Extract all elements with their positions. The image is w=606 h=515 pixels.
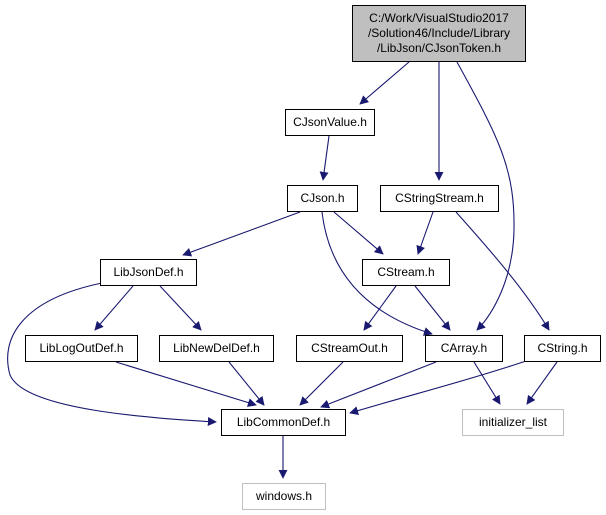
node-label: initializer_list (479, 415, 548, 429)
node-label: CJsonValue.h (293, 115, 367, 129)
node-cstream[interactable]: CStream.h (362, 259, 450, 286)
edge-cjson-to-carray (321, 211, 433, 336)
node-label: windows.h (255, 489, 312, 503)
edge-cjsonvalue-to-cjson (319, 135, 330, 181)
node-label: CString.h (537, 341, 587, 355)
edge-cstream-to-cstreamout (363, 285, 397, 331)
edge-cjson-to-libjsondef (182, 211, 301, 257)
node-box (100, 259, 197, 286)
edge-root-to-carray (456, 61, 515, 331)
node-libnewdeldef[interactable]: LibNewDelDef.h (159, 335, 274, 362)
node-carray[interactable]: CArray.h (425, 335, 503, 362)
node-box (221, 409, 346, 436)
node-cstreamout[interactable]: CStreamOut.h (296, 335, 403, 362)
node-box (524, 335, 601, 362)
edge-libjsondef-to-liblogoutdef (94, 285, 134, 331)
node-box (287, 185, 358, 212)
edge-cstringstream-to-cstring (455, 211, 550, 331)
edge-libjsondef-to-libnewdeldef (159, 285, 202, 331)
node-cstring[interactable]: CString.h (524, 335, 601, 362)
node-label: C:/Work/VisualStudio2017 (369, 11, 509, 25)
edge-cstringstream-to-cstream (416, 211, 434, 255)
node-label: CArray.h (441, 341, 487, 355)
node-box (362, 259, 450, 286)
node-libcommondef[interactable]: LibCommonDef.h (221, 409, 346, 436)
node-liblogoutdef[interactable]: LibLogOutDef.h (25, 335, 138, 362)
edge-cstring-to-initializer_list (526, 361, 558, 405)
node-label: /LibJson/CJsonToken.h (377, 41, 501, 55)
node-root[interactable]: C:/Work/VisualStudio2017/Solution46/Incl… (352, 5, 526, 62)
node-box (425, 335, 503, 362)
node-cjson[interactable]: CJson.h (287, 185, 358, 212)
edge-cstream-to-carray (414, 285, 451, 331)
edge-cjson-to-cstream (333, 211, 384, 255)
node-label: /Solution46/Include/Library (368, 26, 510, 40)
node-box (352, 5, 526, 62)
edge-liblogoutdef-to-libcommondef (115, 361, 257, 407)
edge-carray-to-libcommondef (320, 361, 437, 409)
node-box (242, 483, 326, 510)
node-box (25, 335, 138, 362)
edge-libnewdeldef-to-libcommondef (228, 361, 265, 406)
node-windows: windows.h (242, 483, 326, 510)
node-libjsondef[interactable]: LibJsonDef.h (100, 259, 197, 286)
node-label: LibNewDelDef.h (173, 341, 260, 355)
node-label: CStreamOut.h (311, 341, 388, 355)
node-box (285, 109, 375, 136)
edge-cstreamout-to-libcommondef (299, 361, 344, 406)
node-cjsonvalue[interactable]: CJsonValue.h (285, 109, 375, 136)
node-label: CStringStream.h (395, 191, 484, 205)
edge-cstring-to-libcommondef (349, 360, 527, 415)
nodes-layer: C:/Work/VisualStudio2017/Solution46/Incl… (25, 5, 601, 510)
node-label: LibJsonDef.h (113, 265, 183, 279)
node-label: LibCommonDef.h (237, 415, 330, 429)
edges-layer (7, 61, 558, 479)
node-cstringstream[interactable]: CStringStream.h (380, 185, 499, 212)
node-box (462, 409, 564, 436)
node-box (380, 185, 499, 212)
node-box (159, 335, 274, 362)
node-label: CJson.h (300, 191, 344, 205)
node-label: LibLogOutDef.h (39, 341, 123, 355)
edge-libjsondef-to-libcommondef (7, 282, 217, 427)
node-box (296, 335, 403, 362)
edge-root-to-cjsonvalue (359, 61, 410, 105)
node-initializer_list: initializer_list (462, 409, 564, 436)
node-label: CStream.h (377, 265, 434, 279)
edge-carray-to-initializer_list (473, 361, 501, 405)
